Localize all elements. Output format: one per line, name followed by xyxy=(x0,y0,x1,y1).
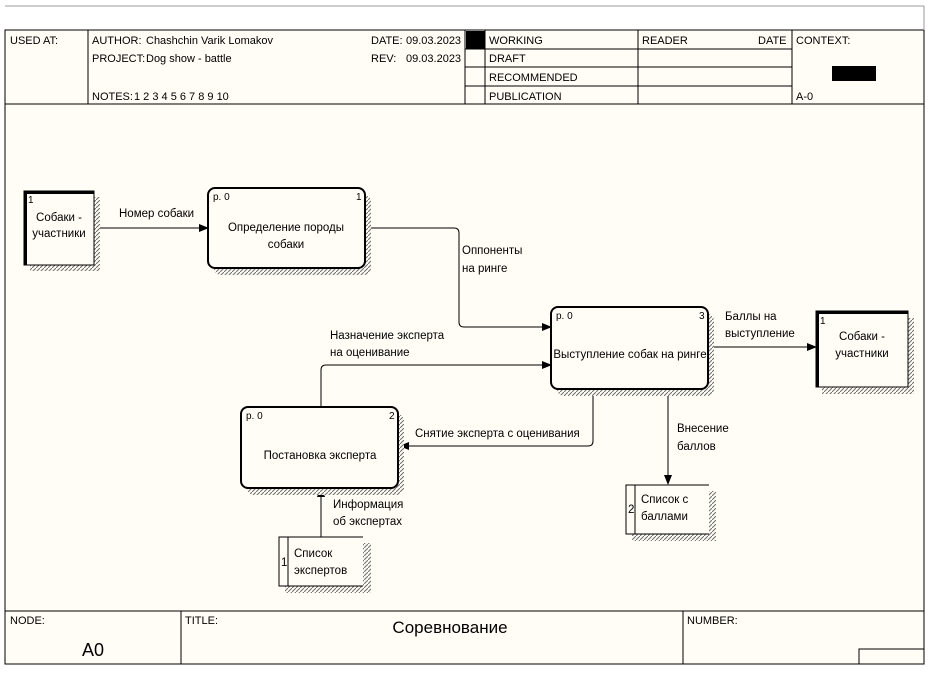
flow-assign-expert xyxy=(320,361,552,406)
process-1-line1: Определение породы xyxy=(228,222,344,234)
label-opponents-1: Оппоненты xyxy=(462,245,522,257)
process-1-number: 1 xyxy=(356,192,362,203)
label-dog-number: Номер собаки xyxy=(119,208,194,220)
label-enter-scores-1: Внесение xyxy=(677,423,729,435)
notes-value: 1 2 3 4 5 6 7 8 9 10 xyxy=(134,91,229,103)
footer-form: NODE: A0 TITLE: Соревнование NUMBER: xyxy=(5,610,925,665)
author-value: Chashchin Varik Lomakov xyxy=(146,35,273,47)
date-label: DATE: xyxy=(371,35,403,47)
process-box-2: р. 0 2 Постановка эксперта xyxy=(240,406,404,495)
label-scores-out-1: Баллы на xyxy=(725,311,777,323)
store-experts-number: 1 xyxy=(281,557,287,569)
process-1-tag: р. 0 xyxy=(213,192,230,203)
label-scores-out-2: выступление xyxy=(725,328,795,340)
external-entity-right: 1 Собаки - участники xyxy=(815,310,914,394)
process-3-number: 3 xyxy=(699,311,705,322)
store-scores-line2: баллами xyxy=(641,511,688,523)
label-expert-info-1: Информация xyxy=(333,499,403,511)
header-form: USED AT: AUTHOR: Chashchin Varik Lomakov… xyxy=(5,30,924,105)
status-draft: DRAFT xyxy=(489,53,526,65)
reader-date-label: DATE xyxy=(758,35,787,47)
working-status-marker xyxy=(466,31,485,49)
reader-label: READER xyxy=(642,35,688,47)
store-scores-line1: Список с xyxy=(641,494,688,506)
author-label: AUTHOR: xyxy=(92,35,142,47)
ext-left-line1: Собаки - xyxy=(36,212,82,224)
process-2-number: 2 xyxy=(389,411,395,422)
project-value: Dog show - battle xyxy=(146,53,232,65)
rev-value: 09.03.2023 xyxy=(406,53,461,65)
flow-remove-expert xyxy=(399,388,594,450)
ext-right-line2: участники xyxy=(835,348,888,360)
ext-left-line2: участники xyxy=(32,228,85,240)
data-store-scores: 2 Список с баллами xyxy=(625,484,716,541)
external-entity-left: 1 Собаки - участники xyxy=(23,190,100,271)
diagram-title: Соревнование xyxy=(392,618,507,637)
label-assign-2: на оценивание xyxy=(330,347,410,359)
process-box-1: р. 0 1 Определение породы собаки xyxy=(207,187,371,275)
flow-opponents xyxy=(365,227,552,331)
flow-labels: Номер собаки Оппоненты на ринге Назначен… xyxy=(119,208,795,528)
context-node: A-0 xyxy=(796,91,813,103)
data-flows xyxy=(96,224,817,537)
context-label: CONTEXT: xyxy=(796,35,850,47)
footer-page-box xyxy=(858,648,925,665)
data-store-experts: 1 Список экспертов xyxy=(278,536,371,593)
process-3-line1: Выступление собак на ринге xyxy=(553,349,706,361)
status-publication: PUBLICATION xyxy=(489,91,562,103)
store-experts-line1: Список xyxy=(294,548,333,560)
status-recommended: RECOMMENDED xyxy=(489,72,578,84)
ext-left-number: 1 xyxy=(28,195,34,206)
label-expert-info-2: об экспертах xyxy=(333,516,402,528)
store-experts-line2: экспертов xyxy=(294,565,347,577)
process-2-tag: р. 0 xyxy=(246,411,263,422)
label-assign-1: Назначение эксперта xyxy=(330,330,445,342)
label-remove-expert: Снятие эксперта с оценивания xyxy=(415,428,580,440)
title-label: TITLE: xyxy=(185,615,218,627)
notes-label: NOTES: xyxy=(92,91,133,103)
used-at-label: USED AT: xyxy=(10,35,58,47)
process-2-line1: Постановка эксперта xyxy=(264,450,377,462)
context-thumbnail xyxy=(832,66,876,81)
process-1-line2: собаки xyxy=(268,239,304,251)
status-working: WORKING xyxy=(489,35,543,47)
label-opponents-2: на ринге xyxy=(462,263,507,275)
ext-right-line1: Собаки - xyxy=(839,331,885,343)
label-enter-scores-2: баллов xyxy=(677,441,716,453)
project-label: PROJECT: xyxy=(92,53,145,65)
rev-label: REV: xyxy=(371,53,396,65)
process-3-tag: р. 0 xyxy=(556,311,573,322)
process-box-3: р. 0 3 Выступление собак на ринге xyxy=(550,306,714,396)
number-label: NUMBER: xyxy=(687,615,738,627)
node-value: A0 xyxy=(82,640,104,660)
ext-right-number: 1 xyxy=(820,316,826,327)
store-scores-number: 2 xyxy=(628,504,634,516)
node-label: NODE: xyxy=(10,615,45,627)
date-value: 09.03.2023 xyxy=(406,35,461,47)
